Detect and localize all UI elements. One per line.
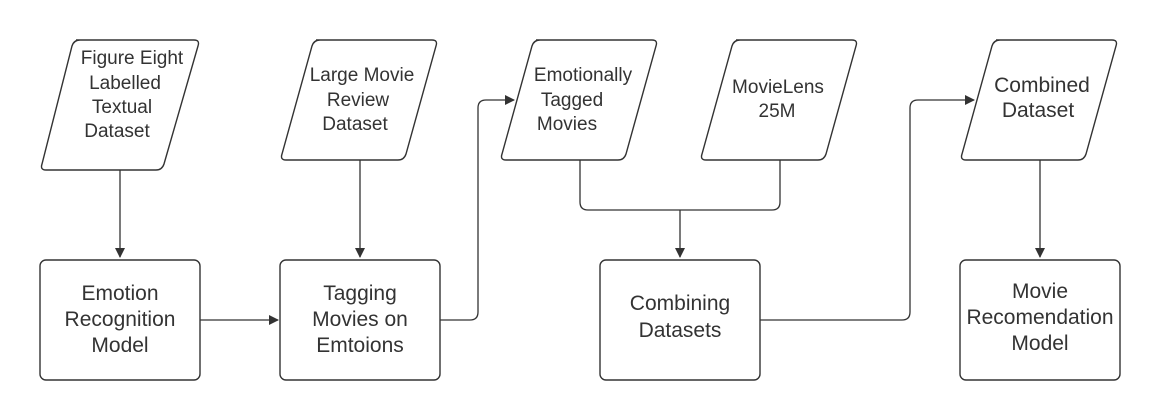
movie-review-dataset-node: Large Movie Review Dataset — [280, 39, 438, 161]
figure-eight-label-3: Textual — [92, 97, 152, 118]
combining-datasets-label-1: Combining — [630, 292, 730, 315]
line-emotionally-tagged-to-merge — [579, 160, 680, 211]
figure-eight-label-4: Dataset — [84, 121, 150, 142]
combining-datasets-node: Combining Datasets — [599, 259, 761, 381]
emotionally-tagged-movies-node: Emotionally Tagged Movies — [500, 39, 658, 161]
figure-eight-dataset-node: Figure Eight Labelled Textual Dataset — [40, 39, 200, 171]
emotionally-tagged-label-1: Emotionally — [534, 65, 633, 86]
line-movielens-to-merge — [680, 160, 781, 211]
movielens-label-2: 25M — [759, 101, 796, 122]
arrow-tagging-to-emotionally-tagged — [440, 95, 515, 321]
combined-dataset-label-2: Dataset — [1002, 99, 1075, 122]
tagging-movies-node: Tagging Movies on Emtoions — [279, 259, 441, 381]
combined-dataset-node: Combined Dataset — [960, 39, 1118, 161]
movie-recommendation-label-1: Movie — [1012, 280, 1068, 303]
movie-recommendation-label-2: Recomendation — [966, 306, 1113, 329]
emotion-recognition-label-2: Recognition — [65, 308, 176, 331]
movie-recommendation-model-node: Movie Recomendation Model — [959, 259, 1121, 381]
figure-eight-label-1: Figure Eight — [81, 48, 184, 69]
figure-eight-label-2: Labelled — [89, 73, 161, 94]
tagging-movies-label-1: Tagging — [323, 282, 397, 305]
movielens-label-1: MovieLens — [732, 77, 824, 98]
emotion-recognition-label-1: Emotion — [81, 282, 158, 305]
combined-dataset-label-1: Combined — [994, 74, 1090, 97]
combining-datasets-label-2: Datasets — [639, 319, 722, 342]
emotionally-tagged-label-3: Movies — [537, 114, 597, 135]
movie-review-label-3: Dataset — [322, 114, 388, 135]
movie-review-label-2: Review — [327, 90, 390, 111]
movie-review-label-1: Large Movie — [310, 65, 415, 86]
tagging-movies-label-3: Emtoions — [316, 334, 404, 357]
movielens-25m-node: MovieLens 25M — [700, 39, 858, 161]
arrow-combining-to-combined-dataset — [760, 95, 975, 321]
emotion-recognition-model-node: Emotion Recognition Model — [39, 259, 201, 381]
emotion-recognition-label-3: Model — [91, 334, 148, 357]
movie-recommendation-label-3: Model — [1011, 332, 1068, 355]
tagging-movies-label-2: Movies on — [312, 308, 408, 331]
emotionally-tagged-label-2: Tagged — [541, 90, 603, 111]
